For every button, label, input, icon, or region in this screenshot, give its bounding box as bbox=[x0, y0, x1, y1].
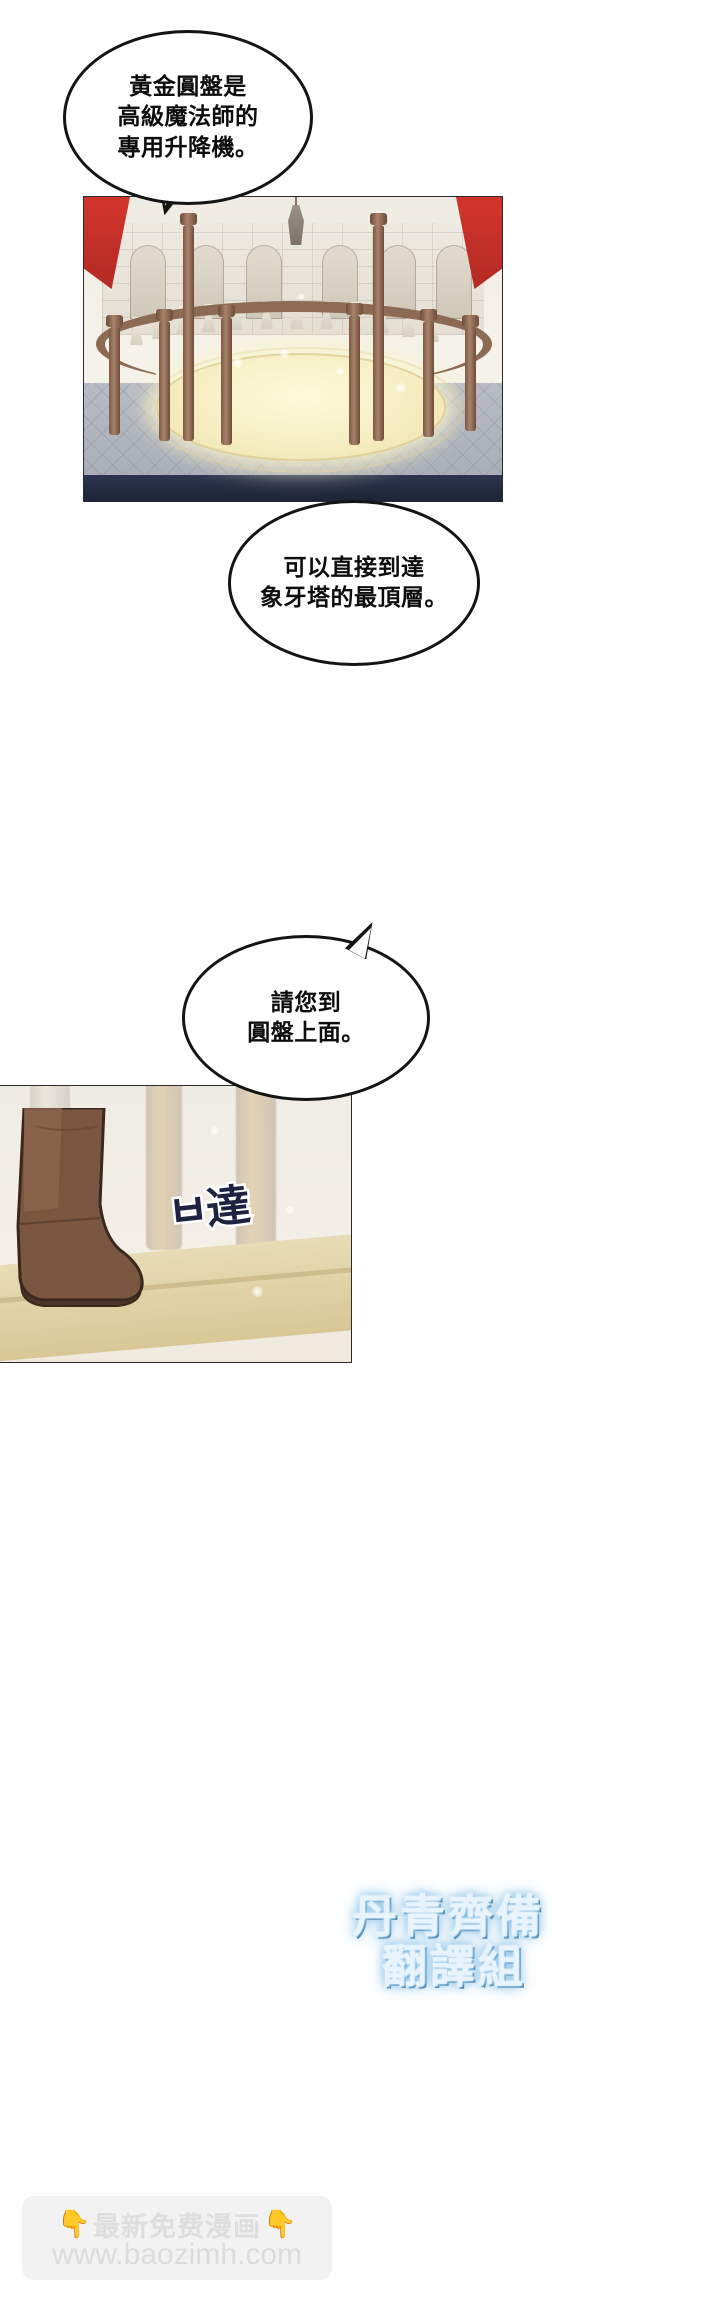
sparkle-icon bbox=[396, 383, 406, 393]
sparkle-icon bbox=[210, 1126, 219, 1135]
column-capital bbox=[346, 303, 363, 315]
site-watermark[interactable]: 👇 最新免费漫画 👇 www.baozimh.com bbox=[22, 2196, 332, 2280]
column bbox=[423, 321, 434, 437]
background-pillar bbox=[146, 1086, 182, 1250]
sparkle-icon bbox=[280, 349, 289, 358]
speech-bubble-2-text: 可以直接到達 象牙塔的最頂層。 bbox=[260, 554, 448, 611]
sound-effect-text: ㅂ達 bbox=[163, 1177, 253, 1241]
wall-arch bbox=[130, 245, 166, 319]
panel-golden-disc-hall bbox=[83, 196, 503, 502]
translator-credit-line2: 翻譯組 bbox=[382, 1940, 527, 1993]
watermark-url[interactable]: www.baozimh.com bbox=[51, 2238, 303, 2271]
sparkle-icon bbox=[298, 293, 305, 300]
watermark-promo-row: 👇 最新免费漫画 👇 bbox=[22, 2205, 332, 2244]
lamp-rod bbox=[295, 197, 297, 209]
sparkle-icon bbox=[286, 1206, 294, 1214]
curved-railing bbox=[96, 301, 492, 387]
speech-bubble-1: 黃金圓盤是 高級魔法師的 專用升降機。 bbox=[63, 30, 313, 205]
floor-shadow-band bbox=[84, 475, 502, 501]
column-capital bbox=[462, 315, 479, 327]
column-capital bbox=[156, 309, 173, 321]
column bbox=[109, 327, 120, 435]
tall-column bbox=[373, 225, 384, 441]
translator-credit-line1: 丹青齊備 bbox=[352, 1890, 545, 1943]
speech-bubble-1-text: 黃金圓盤是 高級魔法師的 專用升降機。 bbox=[117, 73, 259, 161]
sparkle-icon bbox=[252, 1286, 263, 1297]
column bbox=[349, 315, 360, 445]
column-capital bbox=[180, 213, 197, 225]
column bbox=[221, 317, 232, 445]
speech-bubble-2: 可以直接到達 象牙塔的最頂層。 bbox=[228, 500, 480, 666]
pointing-down-hand-icon-right: 👇 bbox=[263, 2209, 297, 2239]
sparkle-icon bbox=[336, 367, 344, 375]
speech-bubble-3: 請您到 圓盤上面。 bbox=[182, 935, 430, 1101]
boot-illustration bbox=[16, 1108, 144, 1307]
speech-bubble-3-text: 請您到 圓盤上面。 bbox=[247, 989, 365, 1046]
column-capital bbox=[218, 305, 235, 317]
hanging-lamp-icon bbox=[288, 205, 304, 245]
column bbox=[159, 321, 170, 441]
panel-boot-on-disc bbox=[0, 1085, 352, 1363]
column-capital bbox=[370, 213, 387, 225]
wall-arch bbox=[436, 245, 472, 319]
sparkle-icon bbox=[232, 357, 243, 368]
column-capital bbox=[106, 315, 123, 327]
watermark-promo-text: 最新免费漫画 bbox=[93, 2212, 261, 2243]
tall-column bbox=[183, 225, 194, 441]
column-capital bbox=[420, 309, 437, 321]
column bbox=[465, 327, 476, 431]
pointing-down-hand-icon-left: 👇 bbox=[57, 2209, 91, 2239]
background-pillar bbox=[236, 1086, 276, 1256]
